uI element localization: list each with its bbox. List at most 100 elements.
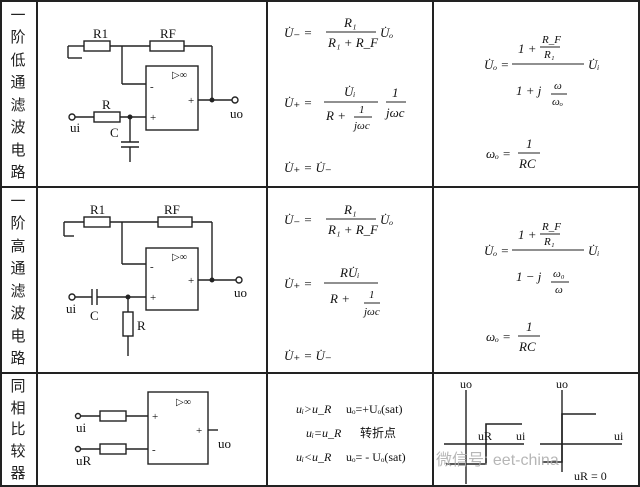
opamp-symbol: ▷∞ — [172, 70, 187, 81]
row2-label-char: 高 — [10, 236, 26, 255]
tf-tail: U̇ᵢ — [588, 57, 599, 72]
w-den: RC — [518, 339, 536, 354]
eq-equal: U̇₊ = U̇₋ — [284, 348, 332, 363]
table-border-bottom — [0, 485, 640, 487]
col-divider-2 — [266, 0, 268, 487]
cond2-a: uᵢ=u_R — [306, 426, 342, 440]
ui-label: ui — [70, 120, 81, 135]
resistor-reference — [99, 443, 127, 455]
uo-label: uo — [218, 436, 231, 451]
w-lhs: ωₒ = — [486, 146, 511, 161]
graph2-x-label: ui — [614, 429, 624, 443]
resistor-rf — [149, 40, 185, 52]
r1-label: R1 — [90, 202, 105, 217]
row1-fraction-bars — [324, 31, 584, 154]
ur-label: uR — [76, 453, 92, 468]
row1-label-char: 阶 — [10, 28, 26, 47]
eq-plus-lhs: U̇₊ = — [284, 276, 312, 291]
row1-circuit — [67, 40, 239, 162]
row1-label-char: 路 — [10, 163, 26, 182]
resistor-r1 — [83, 40, 111, 52]
row2-label-char: 路 — [10, 349, 26, 368]
eq-minus-den: R₁ + R_F — [327, 35, 379, 50]
row3-label-char: 相 — [10, 398, 26, 417]
watermark-text: 微信号: eet-china — [436, 452, 559, 469]
minus-input-sign: - — [150, 81, 154, 93]
plus-input-sign: + — [150, 112, 156, 124]
tf-lhs: U̇ₒ = — [484, 57, 509, 72]
eq-minus-lhs: U̇₋ = — [284, 25, 312, 40]
eq-plus-den-frac-den: jωc — [352, 120, 370, 132]
row1-label-char: 通 — [10, 73, 26, 92]
transfer-graph-1 — [444, 390, 524, 484]
c-label: C — [110, 125, 119, 140]
tf-num-frac-num: R_F — [541, 221, 561, 233]
row1-label-char: 电 — [10, 140, 26, 159]
eq-equal: U̇₊ = U̇₋ — [284, 160, 332, 175]
output-sign: + — [196, 425, 202, 437]
opamp-symbol: ▷∞ — [176, 397, 191, 408]
eq-minus-lhs: U̇₋ = — [284, 212, 312, 227]
row-divider-2 — [0, 372, 640, 374]
col-divider-1 — [36, 0, 38, 487]
table-border-top — [0, 0, 640, 2]
r-label: R — [137, 318, 146, 333]
r-label: R — [102, 97, 111, 112]
eq-minus-num: R₁ — [343, 202, 356, 217]
eq-plus-num: RU̇ᵢ — [339, 265, 359, 280]
row1-label-char: 波 — [10, 118, 26, 137]
w-num: 1 — [526, 136, 533, 151]
w-den: RC — [518, 156, 536, 171]
eq-minus-num: R₁ — [343, 15, 356, 30]
tf-den-frac-num: ω₀ — [553, 268, 565, 280]
rf-label: RF — [164, 202, 180, 217]
input-terminal — [68, 293, 76, 301]
row-divider-1 — [0, 186, 640, 188]
output-terminal — [235, 276, 243, 284]
eq-plus-den-frac-num: 1 — [369, 289, 375, 301]
tf-num-frac-den: R₁ — [543, 49, 555, 61]
uo-label: uo — [230, 106, 243, 121]
tf-den-frac-den: ωₒ — [552, 96, 563, 108]
tf-num-frac-num: R_F — [541, 34, 561, 46]
row2-label-char: 滤 — [10, 281, 26, 300]
row3-label-char: 同 — [10, 377, 26, 396]
row2-fraction-bars — [324, 218, 584, 337]
uo-label: uo — [234, 285, 247, 300]
cond1-b: uₒ=+Uₒ(sat) — [346, 402, 402, 416]
tf-den-a: 1 + j — [516, 83, 542, 98]
graph1-y-label: uo — [460, 377, 472, 391]
eq-plus-lhs: U̇₊ = — [284, 95, 312, 110]
eq-plus-den-frac-den: jωc — [362, 306, 380, 318]
tf-lhs: U̇ₒ = — [484, 243, 509, 258]
row3-label: 同 相 比 较 器 — [4, 376, 32, 484]
eq-minus-tail: U̇ₒ — [380, 25, 393, 40]
eq-plus-tail-den: jωc — [384, 105, 405, 120]
c-label: C — [90, 308, 99, 323]
resistor-input — [99, 410, 127, 422]
row3-label-char: 器 — [10, 463, 26, 482]
eq-minus-den: R₁ + R_F — [327, 222, 379, 237]
graph2-note: uR = 0 — [574, 469, 607, 483]
resistor-r — [122, 311, 134, 337]
rf-label: RF — [160, 26, 176, 41]
graph2-y-label: uo — [556, 377, 568, 391]
minus-input-sign: - — [150, 261, 154, 273]
table-border-left — [0, 0, 2, 487]
row1-label-char: 一 — [10, 5, 26, 24]
output-terminal — [231, 96, 239, 104]
cond3-b: uₒ= - Uₒ(sat) — [346, 450, 406, 464]
plus-input-sign: + — [152, 411, 158, 423]
graph1-xmark-label: uR — [478, 429, 492, 443]
row2-label-char: 波 — [10, 304, 26, 323]
transfer-graph-2 — [540, 390, 622, 472]
row2-label: 一 阶 高 通 滤 波 电 路 — [4, 190, 32, 370]
row1-label: 一 阶 低 通 滤 波 电 路 — [4, 4, 32, 184]
minus-input-sign: - — [152, 444, 156, 456]
opamp-box — [147, 391, 209, 465]
w-lhs: ωₒ = — [486, 329, 511, 344]
row3-conditions: uᵢ>u_R uₒ=+Uₒ(sat) uᵢ=u_R 转折点 uᵢ<u_R uₒ=… — [296, 402, 406, 464]
row3-circuit-labels: ui uR uo ▷∞ + - + — [76, 397, 231, 468]
